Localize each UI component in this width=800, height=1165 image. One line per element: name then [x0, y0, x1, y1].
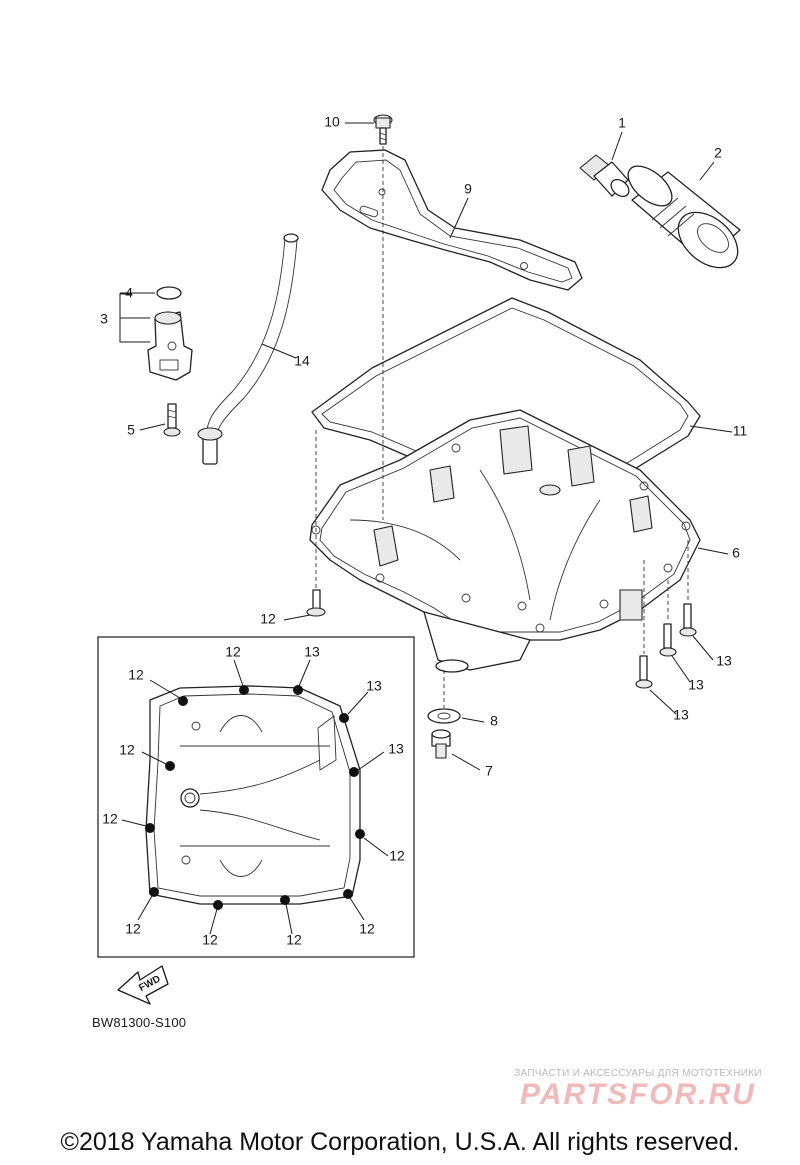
part-12-bolt-main [306, 589, 326, 617]
callout-9: 9 [464, 181, 472, 197]
part-6-oil-pan [309, 409, 701, 673]
watermark-tagline: ЗАПЧАСТИ И АКСЕССУАРЫ ДЛЯ МОТОТЕХНИКИ [514, 1068, 762, 1079]
callout-10: 10 [324, 114, 340, 130]
inset-callout-12-c: 12 [119, 742, 135, 758]
callout-labels: 1 2 3 4 5 6 7 8 9 10 11 12 13 13 13 14 [100, 114, 747, 779]
inset-callout-12-g: 12 [202, 932, 218, 948]
part-2-oil-filter [627, 165, 741, 269]
inset-callout-12-h: 12 [286, 932, 302, 948]
part-5-bolt [163, 403, 181, 437]
callout-13a: 13 [716, 653, 732, 669]
callout-6: 6 [732, 545, 740, 561]
leader-lines [119, 122, 733, 771]
callout-14: 14 [294, 353, 310, 369]
inset-callout-12-d: 12 [102, 811, 118, 827]
inset-callout-12-b: 12 [225, 644, 241, 660]
callout-1: 1 [618, 115, 626, 131]
callout-2: 2 [714, 145, 722, 161]
inset-callout-12-a: 12 [128, 667, 144, 683]
part-13-bolts-main [635, 603, 697, 689]
callout-4: 4 [125, 285, 133, 301]
callout-13b: 13 [688, 677, 704, 693]
inset-callout-13-b: 13 [366, 678, 382, 694]
inset-bottom-view: 12 12 13 13 12 13 12 12 12 12 12 12 [97, 636, 415, 958]
part-4-o-ring [156, 286, 182, 300]
callout-8: 8 [490, 713, 498, 729]
callout-5: 5 [127, 422, 135, 438]
inset-callout-12-i: 12 [359, 921, 375, 937]
callout-3: 3 [100, 311, 108, 327]
part-9-baffle-plate [321, 149, 583, 291]
watermark: ЗАПЧАСТИ И АКСЕССУАРЫ ДЛЯ МОТОТЕХНИКИ PA… [488, 1068, 788, 1111]
watermark-brand: PARTSFOR.RU [520, 1078, 756, 1111]
alignment-lines [315, 146, 689, 708]
part-3-strainer [147, 311, 193, 381]
inset-callout-13-a: 13 [304, 644, 320, 660]
part-1-union-bolt [579, 154, 630, 198]
inset-callout-13-c: 13 [388, 741, 404, 757]
fwd-arrow-icon: FWD [117, 965, 169, 1005]
inset-callout-12-e: 12 [389, 848, 405, 864]
inset-bolt-points [145, 685, 365, 910]
oil-pan-bolt-holes [311, 443, 691, 633]
copyright-notice: ©2018 Yamaha Motor Corporation, U.S.A. A… [60, 1128, 740, 1156]
callout-11: 11 [733, 423, 748, 439]
callout-12: 12 [260, 611, 276, 627]
part-8-gasket [427, 708, 461, 724]
callout-7: 7 [485, 763, 493, 779]
inset-callout-12-f: 12 [125, 921, 141, 937]
inset-leader-lines [121, 659, 389, 935]
part-10-bolt [373, 114, 393, 145]
callout-13c: 13 [673, 707, 689, 723]
part-14-pipe [197, 233, 299, 465]
part-7-drain-bolt [431, 729, 451, 759]
drawing-code: BW81300-S100 [92, 1015, 187, 1030]
